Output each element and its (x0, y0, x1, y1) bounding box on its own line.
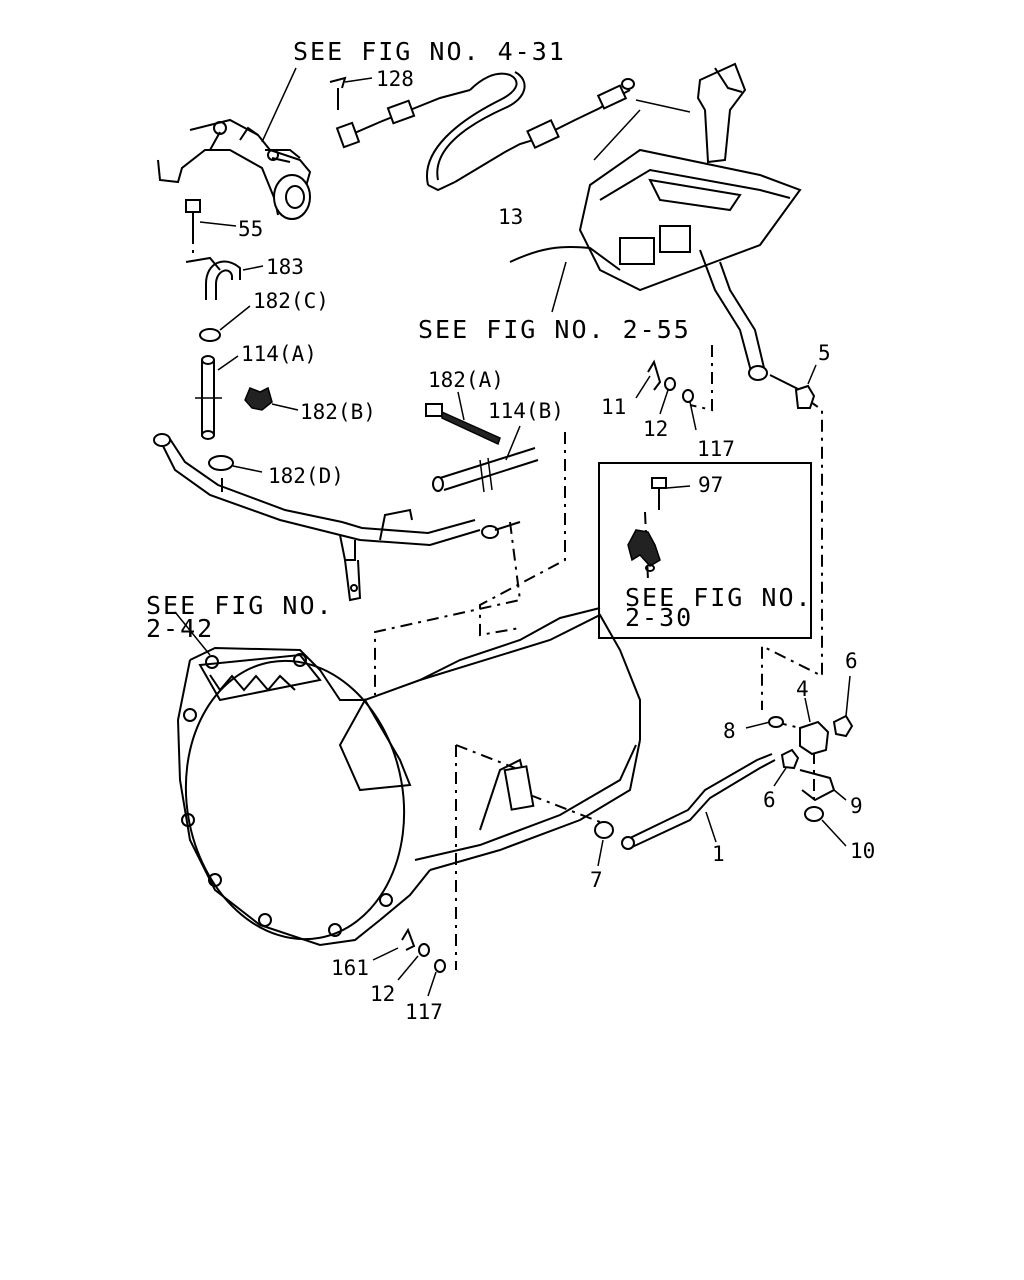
label-part-7: 7 (590, 868, 603, 892)
ref-fig-2-30-line2: 2-30 (625, 603, 693, 632)
label-part-6-top: 6 (845, 649, 858, 673)
ref-fig-2-42-line2: 2-42 (146, 614, 214, 643)
label-part-182a: 182(A) (428, 368, 504, 392)
label-part-55: 55 (238, 217, 263, 241)
label-part-182b: 182(B) (300, 400, 376, 424)
label-part-11: 11 (601, 395, 626, 419)
label-part-117-bottom: 117 (405, 1000, 443, 1024)
label-part-1: 1 (712, 842, 725, 866)
hose-114b (425, 391, 539, 493)
upper-housing-assembly (157, 118, 312, 220)
pin-washer-bottom (372, 927, 446, 997)
label-part-12-bottom: 12 (370, 982, 395, 1006)
label-part-10: 10 (850, 839, 875, 863)
label-part-8: 8 (723, 719, 736, 743)
transmission-case (174, 607, 641, 947)
pin-washer-top (635, 359, 697, 431)
detail-box-2-30 (598, 462, 812, 639)
label-part-183: 183 (266, 255, 304, 279)
ref-fig-2-42-line1: SEE FIG NO. (146, 591, 334, 620)
label-part-161: 161 (331, 956, 369, 980)
clamp-182b (244, 386, 299, 411)
bolt-55 (185, 199, 237, 256)
label-part-128: 128 (376, 67, 414, 91)
shift-rod-1 (621, 753, 776, 850)
bushing-5 (794, 364, 817, 409)
label-part-12-top: 12 (643, 417, 668, 441)
ref-fig-4-31: SEE FIG NO. 4-31 (293, 37, 566, 66)
ref-fig-2-55: SEE FIG NO. 2-55 (418, 315, 691, 344)
clamp-182c (199, 305, 251, 342)
label-part-97: 97 (698, 473, 723, 497)
bushing-7 (594, 821, 614, 867)
label-part-182d: 182(D) (268, 464, 344, 488)
clip-128 (329, 76, 373, 110)
linkage-hardware (745, 675, 854, 847)
label-part-4: 4 (796, 677, 809, 701)
label-part-13: 13 (498, 205, 523, 229)
label-part-5: 5 (818, 341, 831, 365)
filler-tube (153, 433, 521, 602)
ref-fig-2-30-line1: SEE FIG NO. (625, 583, 813, 612)
label-part-114a: 114(A) (241, 342, 317, 366)
clamp-182d (208, 455, 263, 473)
label-part-182c: 182(C) (253, 289, 329, 313)
hose-183 (185, 256, 264, 300)
label-part-114b: 114(B) (488, 399, 564, 423)
label-part-9: 9 (850, 794, 863, 818)
label-part-117-top: 117 (697, 437, 735, 461)
hose-114a (195, 355, 239, 440)
label-part-6-mid: 6 (763, 788, 776, 812)
shift-cable (335, 71, 635, 192)
shift-lever-assembly (509, 62, 802, 391)
